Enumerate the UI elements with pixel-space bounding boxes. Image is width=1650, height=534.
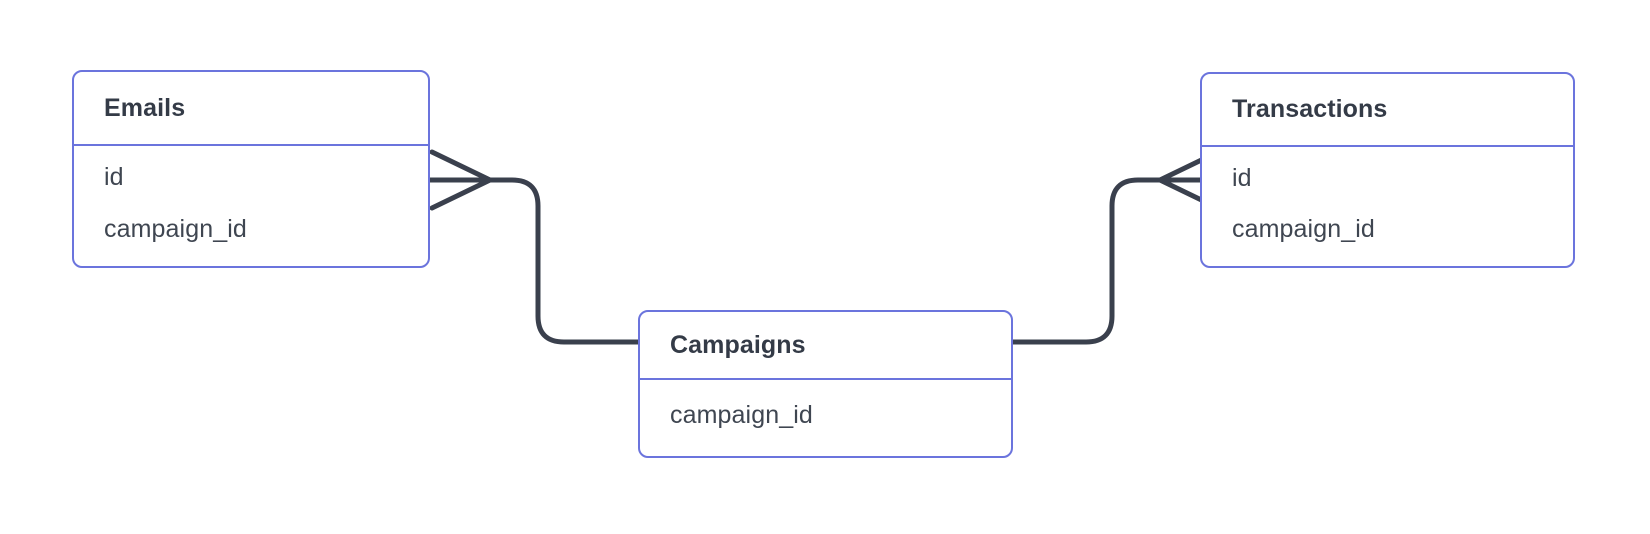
field-row: campaign_id xyxy=(104,215,428,244)
connector-emails-campaigns xyxy=(487,177,641,345)
field-name: id xyxy=(1232,164,1252,192)
entity-transactions-header: Transactions xyxy=(1202,74,1573,147)
field-row: campaign_id xyxy=(1232,215,1573,244)
entity-transactions[interactable]: Transactions id campaign_id xyxy=(1200,72,1575,268)
field-row: campaign_id xyxy=(670,401,1011,430)
entity-emails-title: Emails xyxy=(104,93,186,122)
entity-campaigns-header: Campaigns xyxy=(640,312,1011,380)
field-name: campaign_id xyxy=(670,401,813,429)
entity-emails-fields: id campaign_id xyxy=(74,146,428,265)
field-name: campaign_id xyxy=(1232,215,1375,243)
entity-emails-header: Emails xyxy=(74,72,428,146)
connector-campaigns-transactions xyxy=(1010,177,1163,345)
entity-transactions-title: Transactions xyxy=(1232,95,1388,123)
entity-campaigns-title: Campaigns xyxy=(670,330,806,359)
entity-campaigns[interactable]: Campaigns campaign_id xyxy=(638,310,1013,458)
entity-transactions-fields: id campaign_id xyxy=(1202,147,1573,265)
entity-campaigns-fields: campaign_id xyxy=(640,380,1011,455)
crows-foot-emails xyxy=(427,149,493,211)
field-row: id xyxy=(1232,164,1573,193)
field-name: id xyxy=(104,163,124,192)
field-name: campaign_id xyxy=(104,214,247,243)
field-row: id xyxy=(104,163,428,192)
entity-emails[interactable]: Emails id campaign_id xyxy=(72,70,430,268)
